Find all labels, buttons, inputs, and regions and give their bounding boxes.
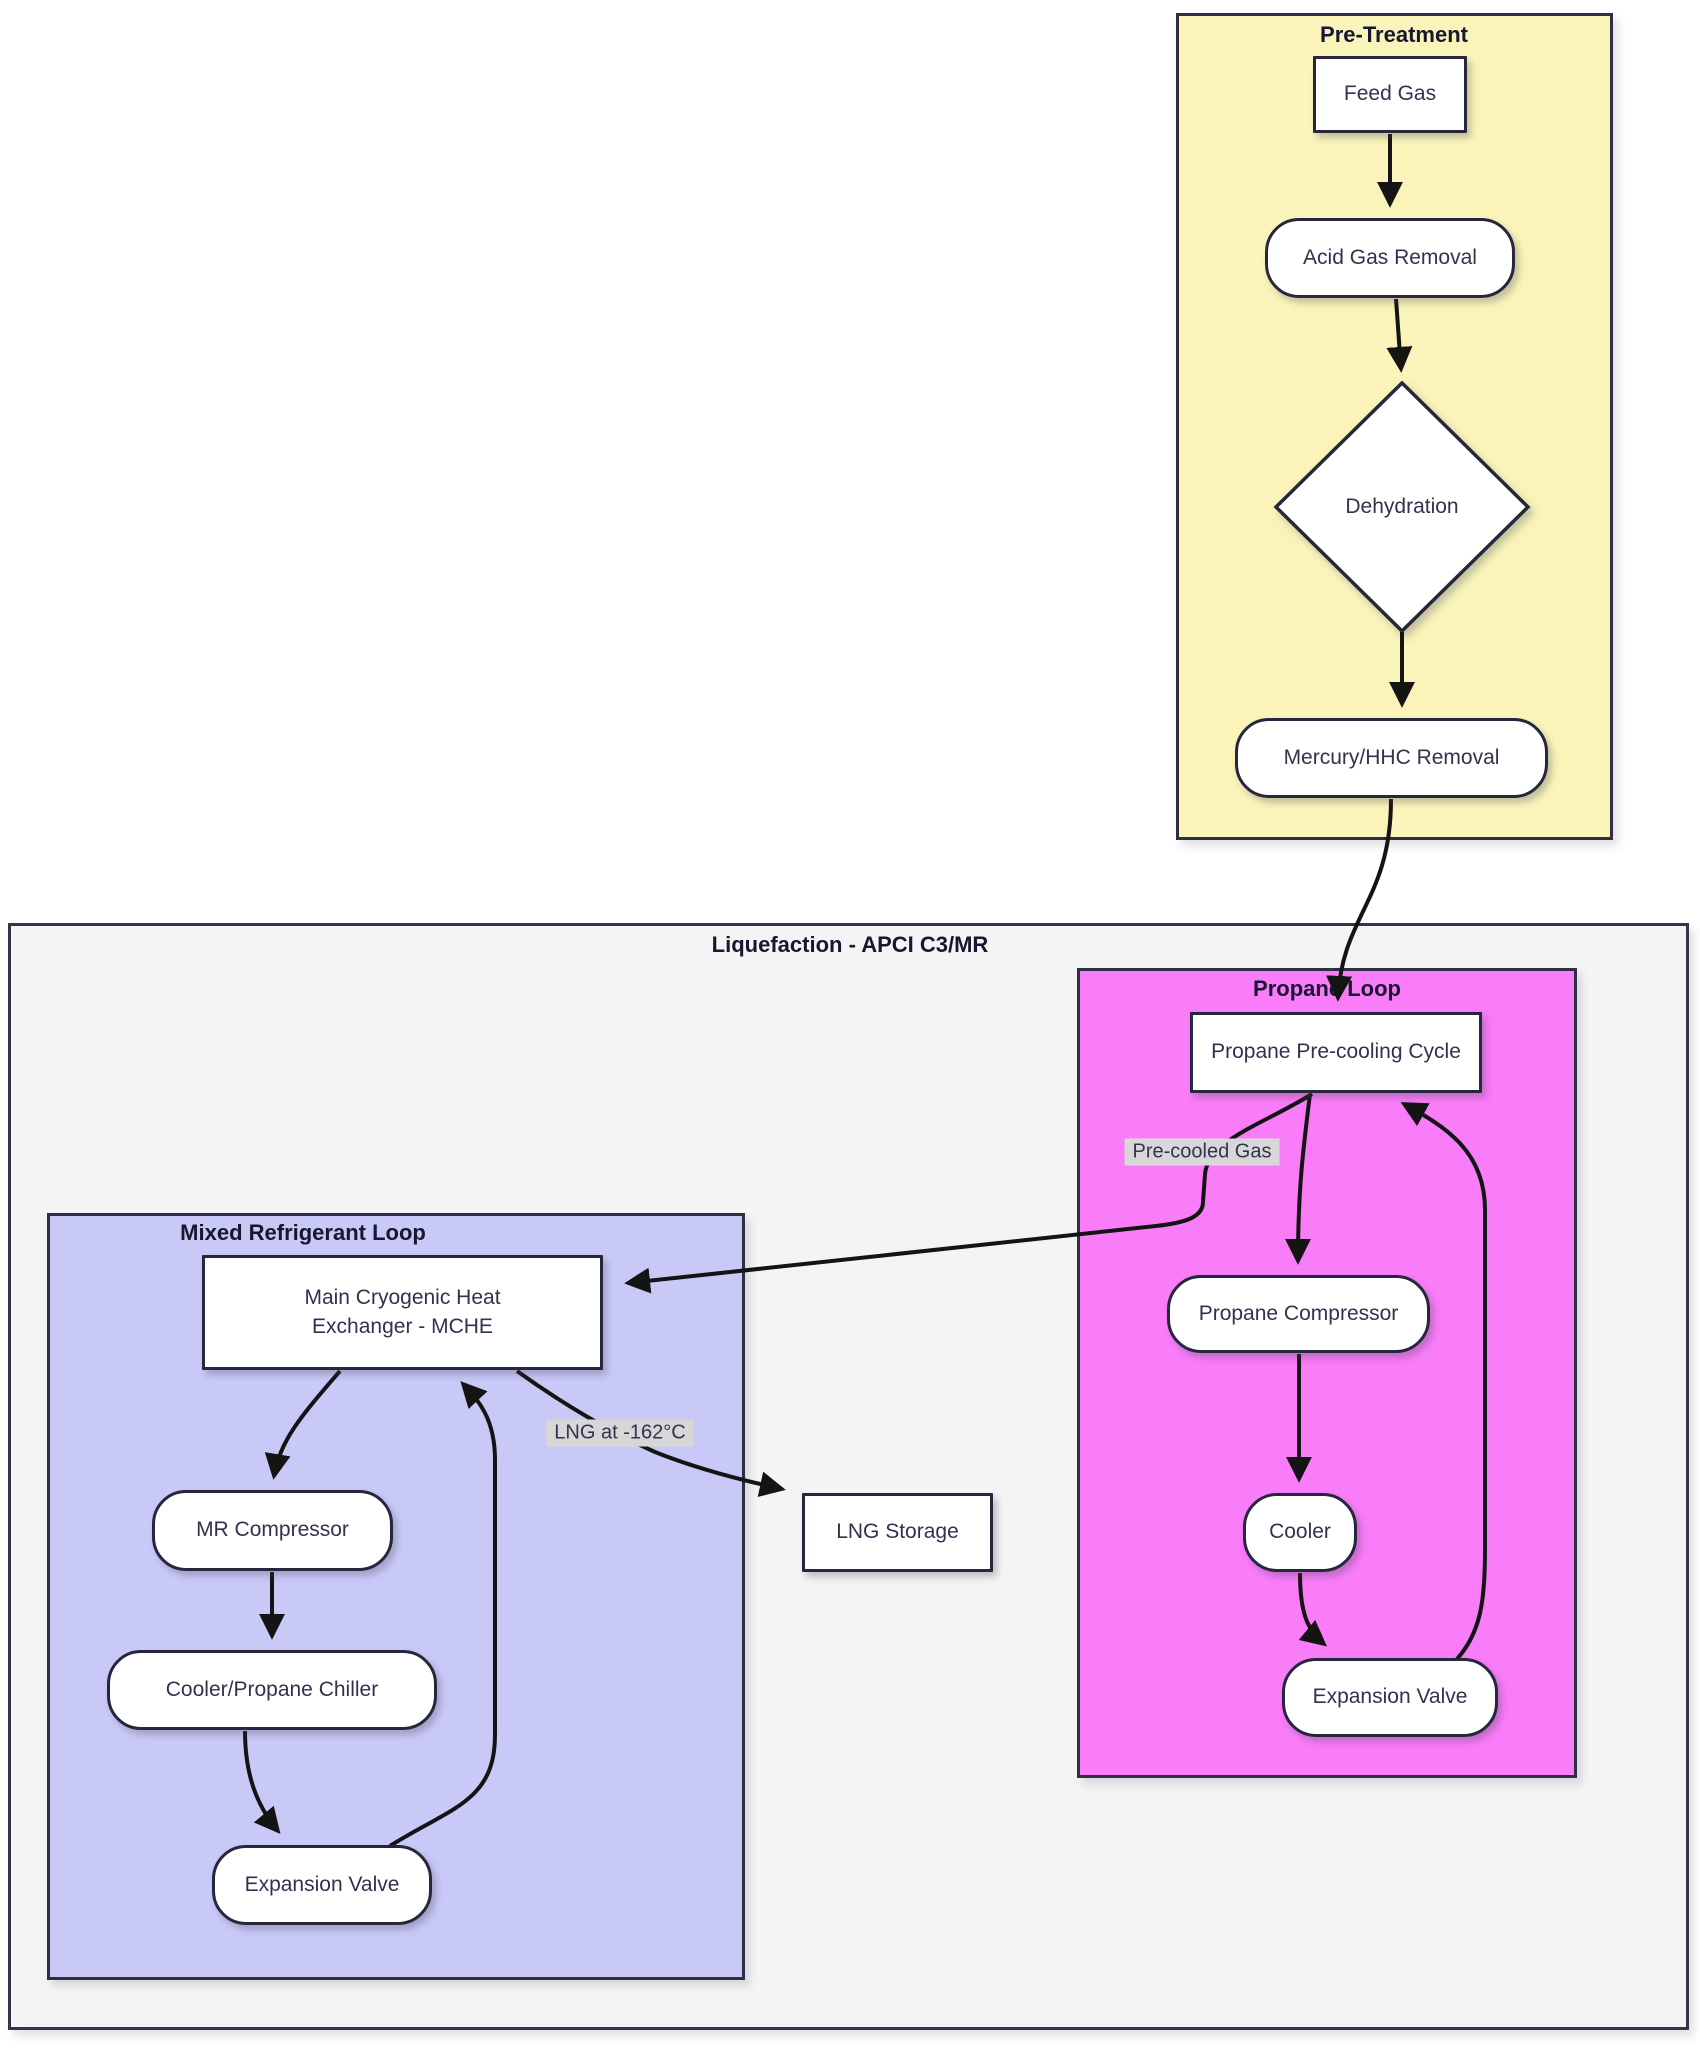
dehydration-diamond-shape [1273, 380, 1531, 634]
node-label: Feed Gas [1343, 82, 1437, 106]
edge-chiller-to-mr-expansionvalve [243, 1730, 281, 1834]
node-cooler-propane-chiller: Cooler/Propane Chiller [107, 1650, 437, 1730]
node-propane-expansion-valve: Expansion Valve [1282, 1658, 1498, 1737]
edge-propane-expansionvalve-to-precooling [1400, 1102, 1487, 1661]
edge-label-lng-temperature: LNG at -162°C [546, 1419, 694, 1447]
node-label: Cooler [1269, 1520, 1331, 1544]
edge-precooling-to-mche-precooledgas [624, 1092, 1314, 1294]
edge-mche-to-lngstorage [515, 1369, 786, 1498]
node-label: Expansion Valve [1312, 1685, 1468, 1709]
node-propane-precooling-cycle: Propane Pre-cooling Cycle [1190, 1012, 1482, 1093]
node-cooler: Cooler [1243, 1493, 1357, 1572]
node-lng-storage: LNG Storage [802, 1493, 993, 1572]
node-label: Acid Gas Removal [1303, 245, 1477, 269]
node-label: Mercury/HHC Removal [1283, 745, 1500, 769]
node-label: Expansion Valve [244, 1872, 400, 1896]
edge-mr-expansionvalve-to-mche [388, 1381, 497, 1848]
node-label: Propane Compressor [1198, 1301, 1399, 1325]
node-label: Dehydration [1345, 495, 1459, 518]
node-label: Propane Pre-cooling Cycle [1211, 1040, 1461, 1064]
edge-precooling-to-propanecompressor [1285, 1093, 1312, 1265]
mche-label-line2: Exchanger - MCHE [312, 1314, 493, 1338]
cluster-title-liquefaction: Liquefaction - APCI C3/MR [711, 932, 989, 957]
edge-label-pre-cooled-gas: Pre-cooled Gas [1124, 1138, 1280, 1166]
cluster-title-mixed-refrigerant-loop: Mixed Refrigerant Loop [180, 1220, 426, 1245]
edge-mercury-to-precooling [1326, 798, 1393, 1002]
edge-cooler-to-propane-expansionvalve [1298, 1572, 1328, 1647]
node-mercury-hhc-removal: Mercury/HHC Removal [1235, 718, 1548, 798]
node-label: MR Compressor [196, 1518, 349, 1542]
edge-acidgas-to-dehydration [1386, 298, 1413, 373]
node-label: LNG Storage [836, 1520, 959, 1544]
node-mr-compressor: MR Compressor [152, 1490, 393, 1571]
mche-label-line1: Main Cryogenic Heat [304, 1286, 501, 1310]
cluster-title-pretreatment: Pre-Treatment [1320, 22, 1468, 47]
node-label: Main Cryogenic Heat Exchanger - MCHE [304, 1284, 500, 1341]
node-propane-compressor: Propane Compressor [1167, 1275, 1430, 1353]
node-mr-expansion-valve: Expansion Valve [212, 1845, 432, 1925]
node-acid-gas-removal: Acid Gas Removal [1265, 218, 1515, 298]
node-dehydration: Dehydration [1302, 487, 1502, 527]
edge-mche-to-mrcompressor [264, 1369, 342, 1480]
cluster-propane-loop [1077, 968, 1577, 1778]
node-feed-gas: Feed Gas [1313, 56, 1467, 133]
node-label: Cooler/Propane Chiller [165, 1677, 379, 1701]
node-mche: Main Cryogenic Heat Exchanger - MCHE [202, 1255, 603, 1370]
